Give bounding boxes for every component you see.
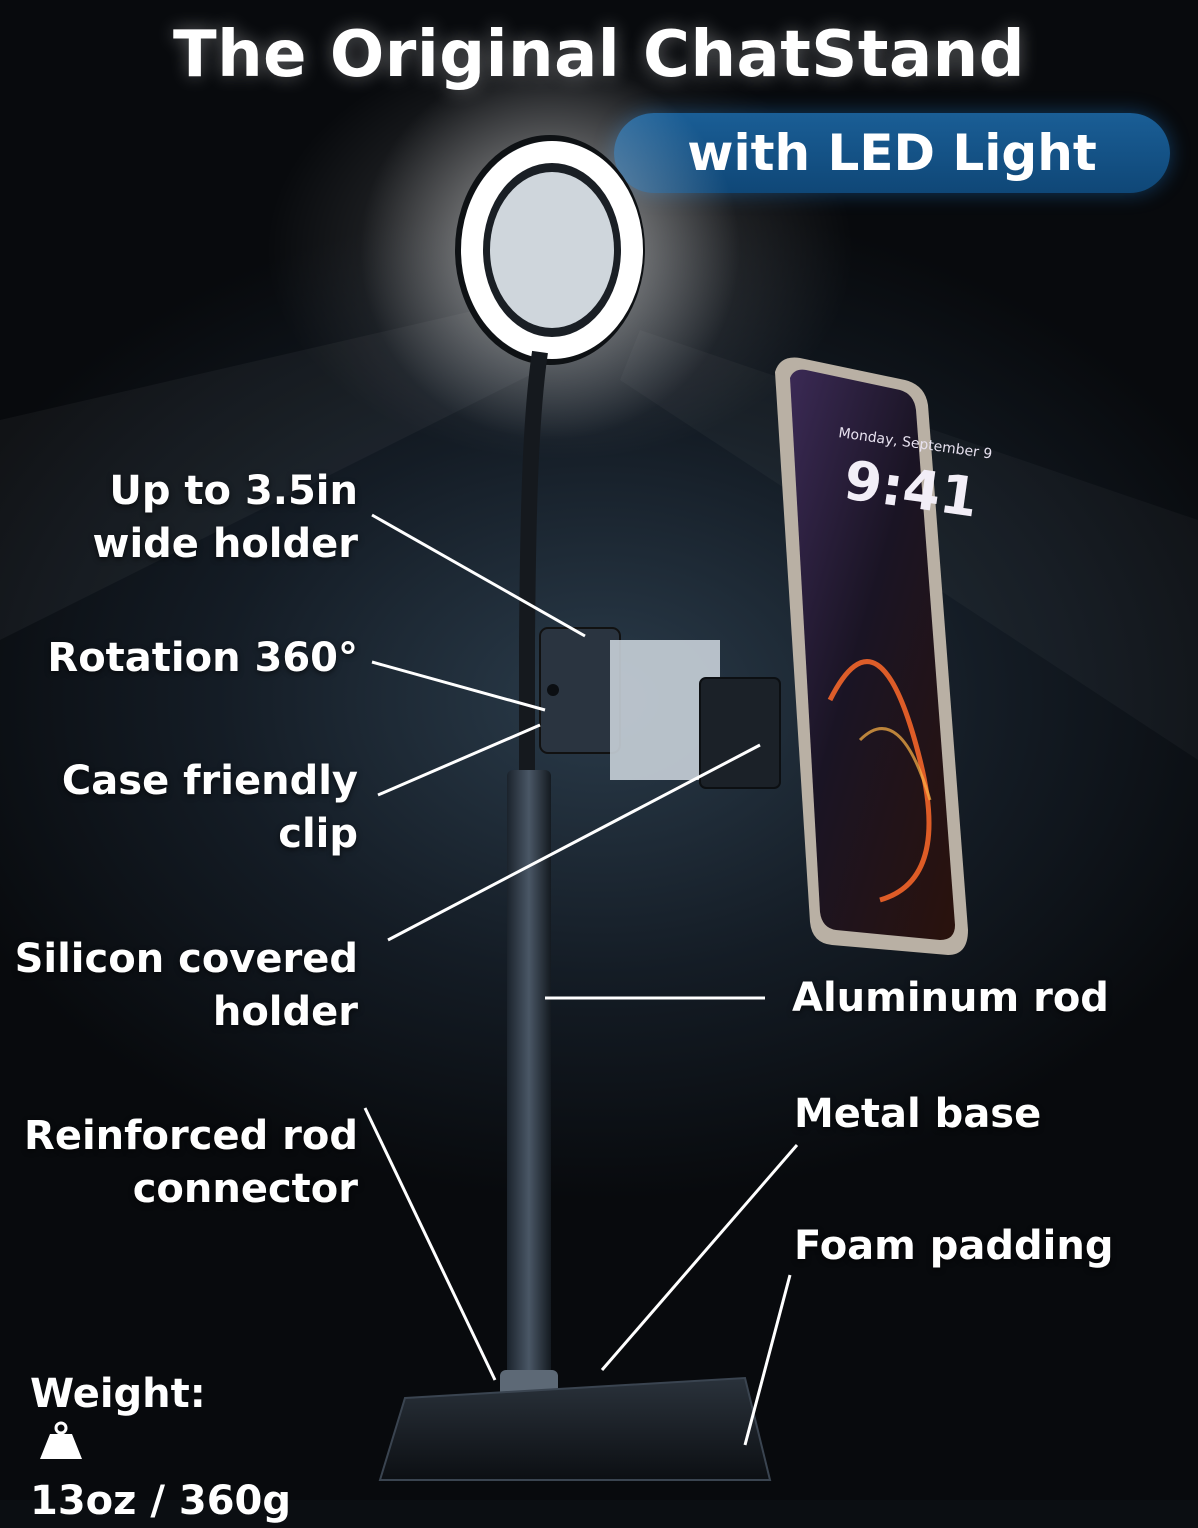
leader-line-foam-padding <box>743 1274 792 1446</box>
callout-rod-connector: Reinforced rod connector <box>24 1110 358 1216</box>
smartphone: Monday, September 9 9:41 <box>775 357 993 955</box>
callout-metal-base-line1: Metal base <box>794 1091 1042 1137</box>
leader-line-silicon-holder <box>387 743 761 942</box>
leader-line-holder-width <box>371 513 586 638</box>
gooseneck-arm <box>519 350 548 780</box>
callout-metal-base: Metal base <box>794 1088 1041 1141</box>
weight-value: 13oz / 360g <box>30 1478 292 1524</box>
leader-line-case-clip <box>377 723 541 797</box>
callout-holder-width: Up to 3.5in wide holder <box>92 465 358 571</box>
callout-holder-width-line2: wide holder <box>92 521 358 567</box>
callout-holder-width-line1: Up to 3.5in <box>109 468 358 514</box>
callout-case-clip-line2: clip <box>278 811 358 857</box>
callout-rotation: Rotation 360° <box>47 632 358 685</box>
phone-holder <box>539 627 781 789</box>
aluminum-rod <box>507 770 551 1390</box>
metal-base <box>378 1376 772 1481</box>
leader-line-rotation <box>371 660 546 712</box>
callout-aluminum-rod: Aluminum rod <box>792 972 1109 1025</box>
callout-foam-padding-line1: Foam padding <box>794 1223 1114 1269</box>
callout-silicon-holder-line1: Silicon covered <box>14 936 358 982</box>
weight-icon <box>38 1421 291 1475</box>
leader-line-metal-base <box>600 1144 799 1371</box>
callout-aluminum-rod-line1: Aluminum rod <box>792 975 1109 1021</box>
callout-silicon-holder-line2: holder <box>212 989 358 1035</box>
weight-info: Weight: 13oz / 360g <box>30 1368 291 1528</box>
callout-rod-connector-line2: connector <box>132 1166 358 1212</box>
callout-case-clip-line1: Case friendly <box>61 758 358 804</box>
leader-line-rod-connector <box>363 1107 497 1381</box>
callout-rod-connector-line1: Reinforced rod <box>24 1113 358 1159</box>
callout-rotation-line1: Rotation 360° <box>47 635 358 681</box>
callout-foam-padding: Foam padding <box>794 1220 1114 1273</box>
callout-silicon-holder: Silicon covered holder <box>15 933 358 1039</box>
weight-label-row: Weight: <box>30 1368 291 1475</box>
callout-lines <box>363 513 799 1446</box>
weight-label: Weight: <box>30 1371 206 1417</box>
ring-light <box>455 135 645 365</box>
callout-case-clip: Case friendly clip <box>62 755 358 861</box>
